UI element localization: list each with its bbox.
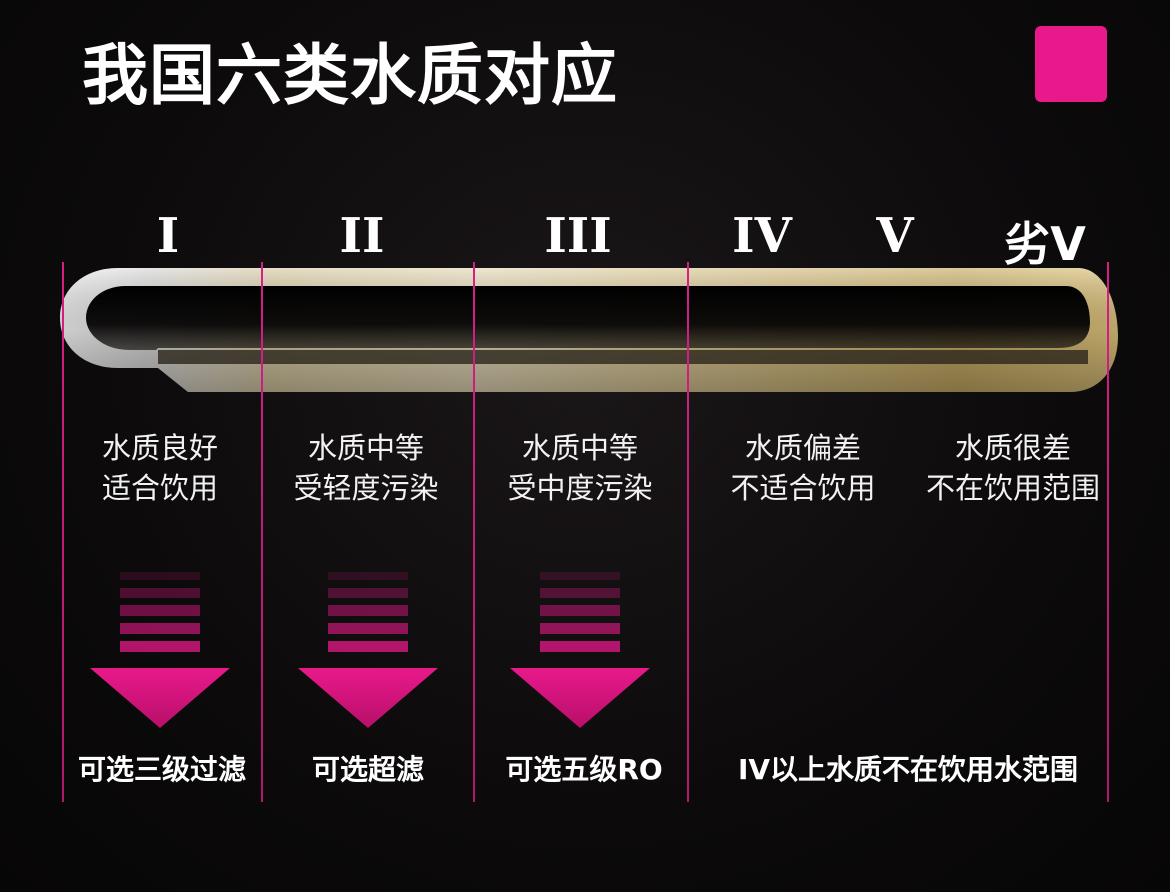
page-title: 我国六类水质对应 [82,37,618,114]
description-line: 水质中等 [521,431,639,465]
description-line: 水质偏差 [744,431,862,465]
water-quality-bar [60,268,1118,392]
divider-line [1107,262,1109,802]
divider-line [687,262,689,802]
description-line: 不适合饮用 [730,471,876,505]
divider-line [62,262,64,802]
recommendation-2: 可选超滤 [311,753,425,786]
grade-label-3: III [544,208,612,264]
brand-badge [1035,26,1107,102]
grade-label-4: IV [732,208,792,264]
down-arrow-icon [298,572,438,728]
recommendation-4: IV以上水质不在饮用水范围 [737,753,1079,786]
description-line: 不在饮用范围 [925,471,1101,505]
description-line: 受中度污染 [507,471,653,505]
recommendation-3: 可选五级RO [505,753,663,786]
down-arrow-icon [510,572,650,728]
grade-label-2: II [339,208,385,264]
down-arrow-icon [90,572,230,728]
grade-label-5: V [876,208,914,264]
divider-line [261,262,263,802]
grade-label-1: I [156,208,180,264]
description-1: 水质良好 适合饮用 [102,428,218,508]
description-5: 水质很差 不在饮用范围 [926,428,1100,508]
description-line: 受轻度污染 [293,471,439,505]
description-line: 水质中等 [307,431,425,465]
divider-line [473,262,475,802]
description-3: 水质中等 受中度污染 [507,428,652,508]
description-2: 水质中等 受轻度污染 [293,428,438,508]
description-line: 适合饮用 [101,471,219,505]
description-line: 水质良好 [101,431,219,465]
description-4: 水质偏差 不适合饮用 [730,428,875,508]
grade-label-6: 劣V [1004,217,1086,271]
description-line: 水质很差 [954,431,1072,465]
recommendation-1: 可选三级过滤 [77,753,247,786]
